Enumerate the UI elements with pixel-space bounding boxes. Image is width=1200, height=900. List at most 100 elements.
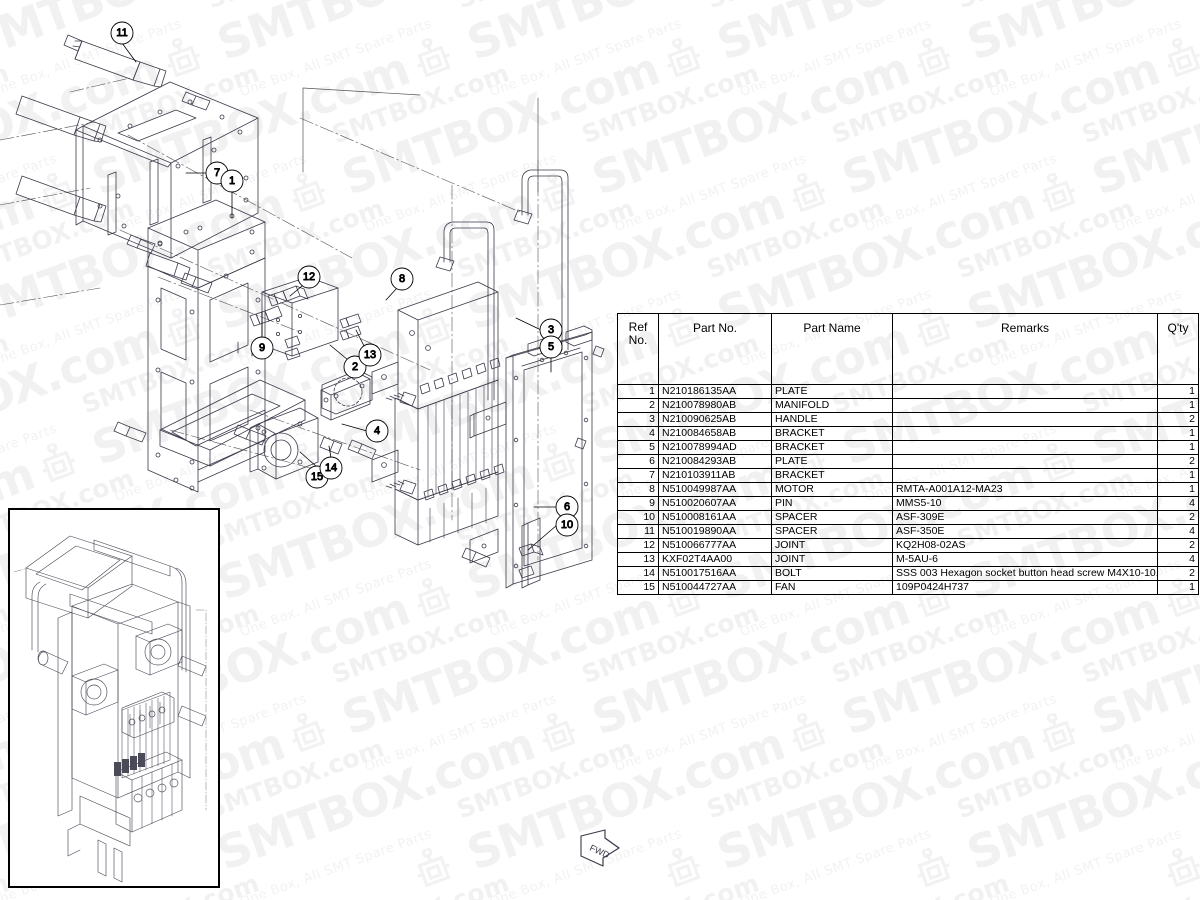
col-header-ref-no: Ref No.: [617, 313, 659, 385]
callout-label: 11: [116, 27, 127, 39]
callout-label: 7: [214, 167, 220, 179]
callout-label: 10: [561, 519, 573, 531]
cell-ref-no: 12: [617, 538, 659, 553]
leader-4: [341, 423, 368, 432]
callout-bubble-12: 12: [297, 265, 321, 289]
cell-part-no: N210103911AB: [658, 468, 772, 483]
cell-ref-no: 2: [617, 398, 659, 413]
assembled-unit-inset: [8, 508, 220, 888]
cell-qty: 2: [1157, 566, 1199, 581]
leader-13: [355, 329, 365, 347]
parts-table: Ref No. Part No. Part Name Remarks Q'ty …: [617, 313, 1199, 595]
cell-qty: 1: [1157, 426, 1199, 441]
cell-remarks: [892, 384, 1158, 399]
cell-part-no: N510044727AA: [658, 580, 772, 595]
cell-remarks: 109P0424H737: [892, 580, 1158, 595]
cell-part-no: N510017516AA: [658, 566, 772, 581]
callout-bubble-14: 14: [319, 456, 343, 480]
cell-qty: 2: [1157, 412, 1199, 427]
parts-table-head: Ref No. Part No. Part Name Remarks Q'ty: [617, 313, 1199, 385]
part-motor-assembly: [371, 281, 505, 546]
leader-3: [515, 317, 542, 331]
cell-remarks: SSS 003 Hexagon socket button head screw…: [892, 566, 1158, 581]
cell-qty: 2: [1157, 510, 1199, 525]
inset-top-plate: [25, 535, 133, 619]
inset-fan-upper: [135, 623, 183, 676]
inset-rods: [177, 655, 207, 727]
cell-part-no: N510019890AA: [658, 524, 772, 539]
cell-remarks: [892, 440, 1158, 455]
cell-remarks: [892, 412, 1158, 427]
cell-part-no: N210078994AD: [658, 440, 772, 455]
callout-label: 4: [374, 425, 380, 437]
construction-lines: [0, 77, 539, 561]
callout-label: 12: [303, 271, 315, 283]
cell-part-no: N210186135AA: [658, 384, 772, 399]
callout-bubble-11: 11: [110, 21, 134, 45]
cell-ref-no: 5: [617, 440, 659, 455]
callout-circle: [358, 343, 382, 367]
cell-qty: 4: [1157, 524, 1199, 539]
cell-part-name: BRACKET: [771, 426, 893, 441]
cell-ref-no: 3: [617, 412, 659, 427]
cell-part-no: N510008161AA: [658, 510, 772, 525]
col-header-qty: Q'ty: [1157, 313, 1199, 385]
cell-qty: 1: [1157, 468, 1199, 483]
callout-bubble-9: 9: [250, 336, 274, 360]
fwd-arrow-icon: [580, 829, 620, 867]
callout-label: 14: [325, 462, 337, 474]
part-handle-3: [435, 169, 569, 401]
callout-bubble-5: 5: [539, 335, 563, 359]
cell-qty: 2: [1157, 538, 1199, 553]
section-plane: [302, 87, 539, 193]
cell-remarks: [892, 468, 1158, 483]
cell-part-no: N210084658AB: [658, 426, 772, 441]
cell-remarks: ASF-350E: [892, 524, 1158, 539]
callout-circle: [343, 355, 367, 379]
callout-label: 1: [229, 175, 235, 187]
cell-ref-no: 11: [617, 524, 659, 539]
cell-qty: 2: [1157, 454, 1199, 469]
callout-circle: [555, 513, 579, 537]
part-plate-back: [75, 81, 259, 294]
cell-part-name: FAN: [771, 580, 893, 595]
cell-part-no: KXF02T4AA00: [658, 552, 772, 567]
cell-remarks: RMTA-A001A12-MA23: [892, 482, 1158, 497]
callout-label: 5: [548, 341, 554, 353]
cell-part-name: SPACER: [771, 524, 893, 539]
part-bolt-14: [319, 436, 343, 455]
part-fan-assembly: [249, 407, 319, 480]
part-joint-12: [249, 285, 309, 327]
callout-bubble-4: 4: [365, 419, 389, 443]
callout-label: 8: [399, 273, 405, 285]
forward-direction-marker: FWD: [575, 826, 635, 874]
leader-15: [299, 451, 318, 468]
cell-part-no: N210078980AB: [658, 398, 772, 413]
cell-remarks: [892, 398, 1158, 413]
cell-remarks: KQ2H08-02AS: [892, 538, 1158, 553]
inset-axis-lines: [13, 567, 207, 811]
col-header-part-name: Part Name: [771, 313, 893, 385]
motor-top-fittings: [419, 357, 501, 395]
callout-bubble-3: 3: [539, 318, 563, 342]
cell-ref-no: 13: [617, 552, 659, 567]
cell-part-name: HANDLE: [771, 412, 893, 427]
part-side-panel: [505, 325, 605, 589]
cell-part-no: N510020607AA: [658, 496, 772, 511]
cell-qty: 4: [1157, 496, 1199, 511]
cell-part-no: N210084293AB: [658, 454, 772, 469]
callout-circle: [365, 419, 389, 443]
cell-remarks: MMS5-10: [892, 496, 1158, 511]
cell-part-name: SPACER: [771, 510, 893, 525]
spacer-11b: [15, 95, 107, 143]
